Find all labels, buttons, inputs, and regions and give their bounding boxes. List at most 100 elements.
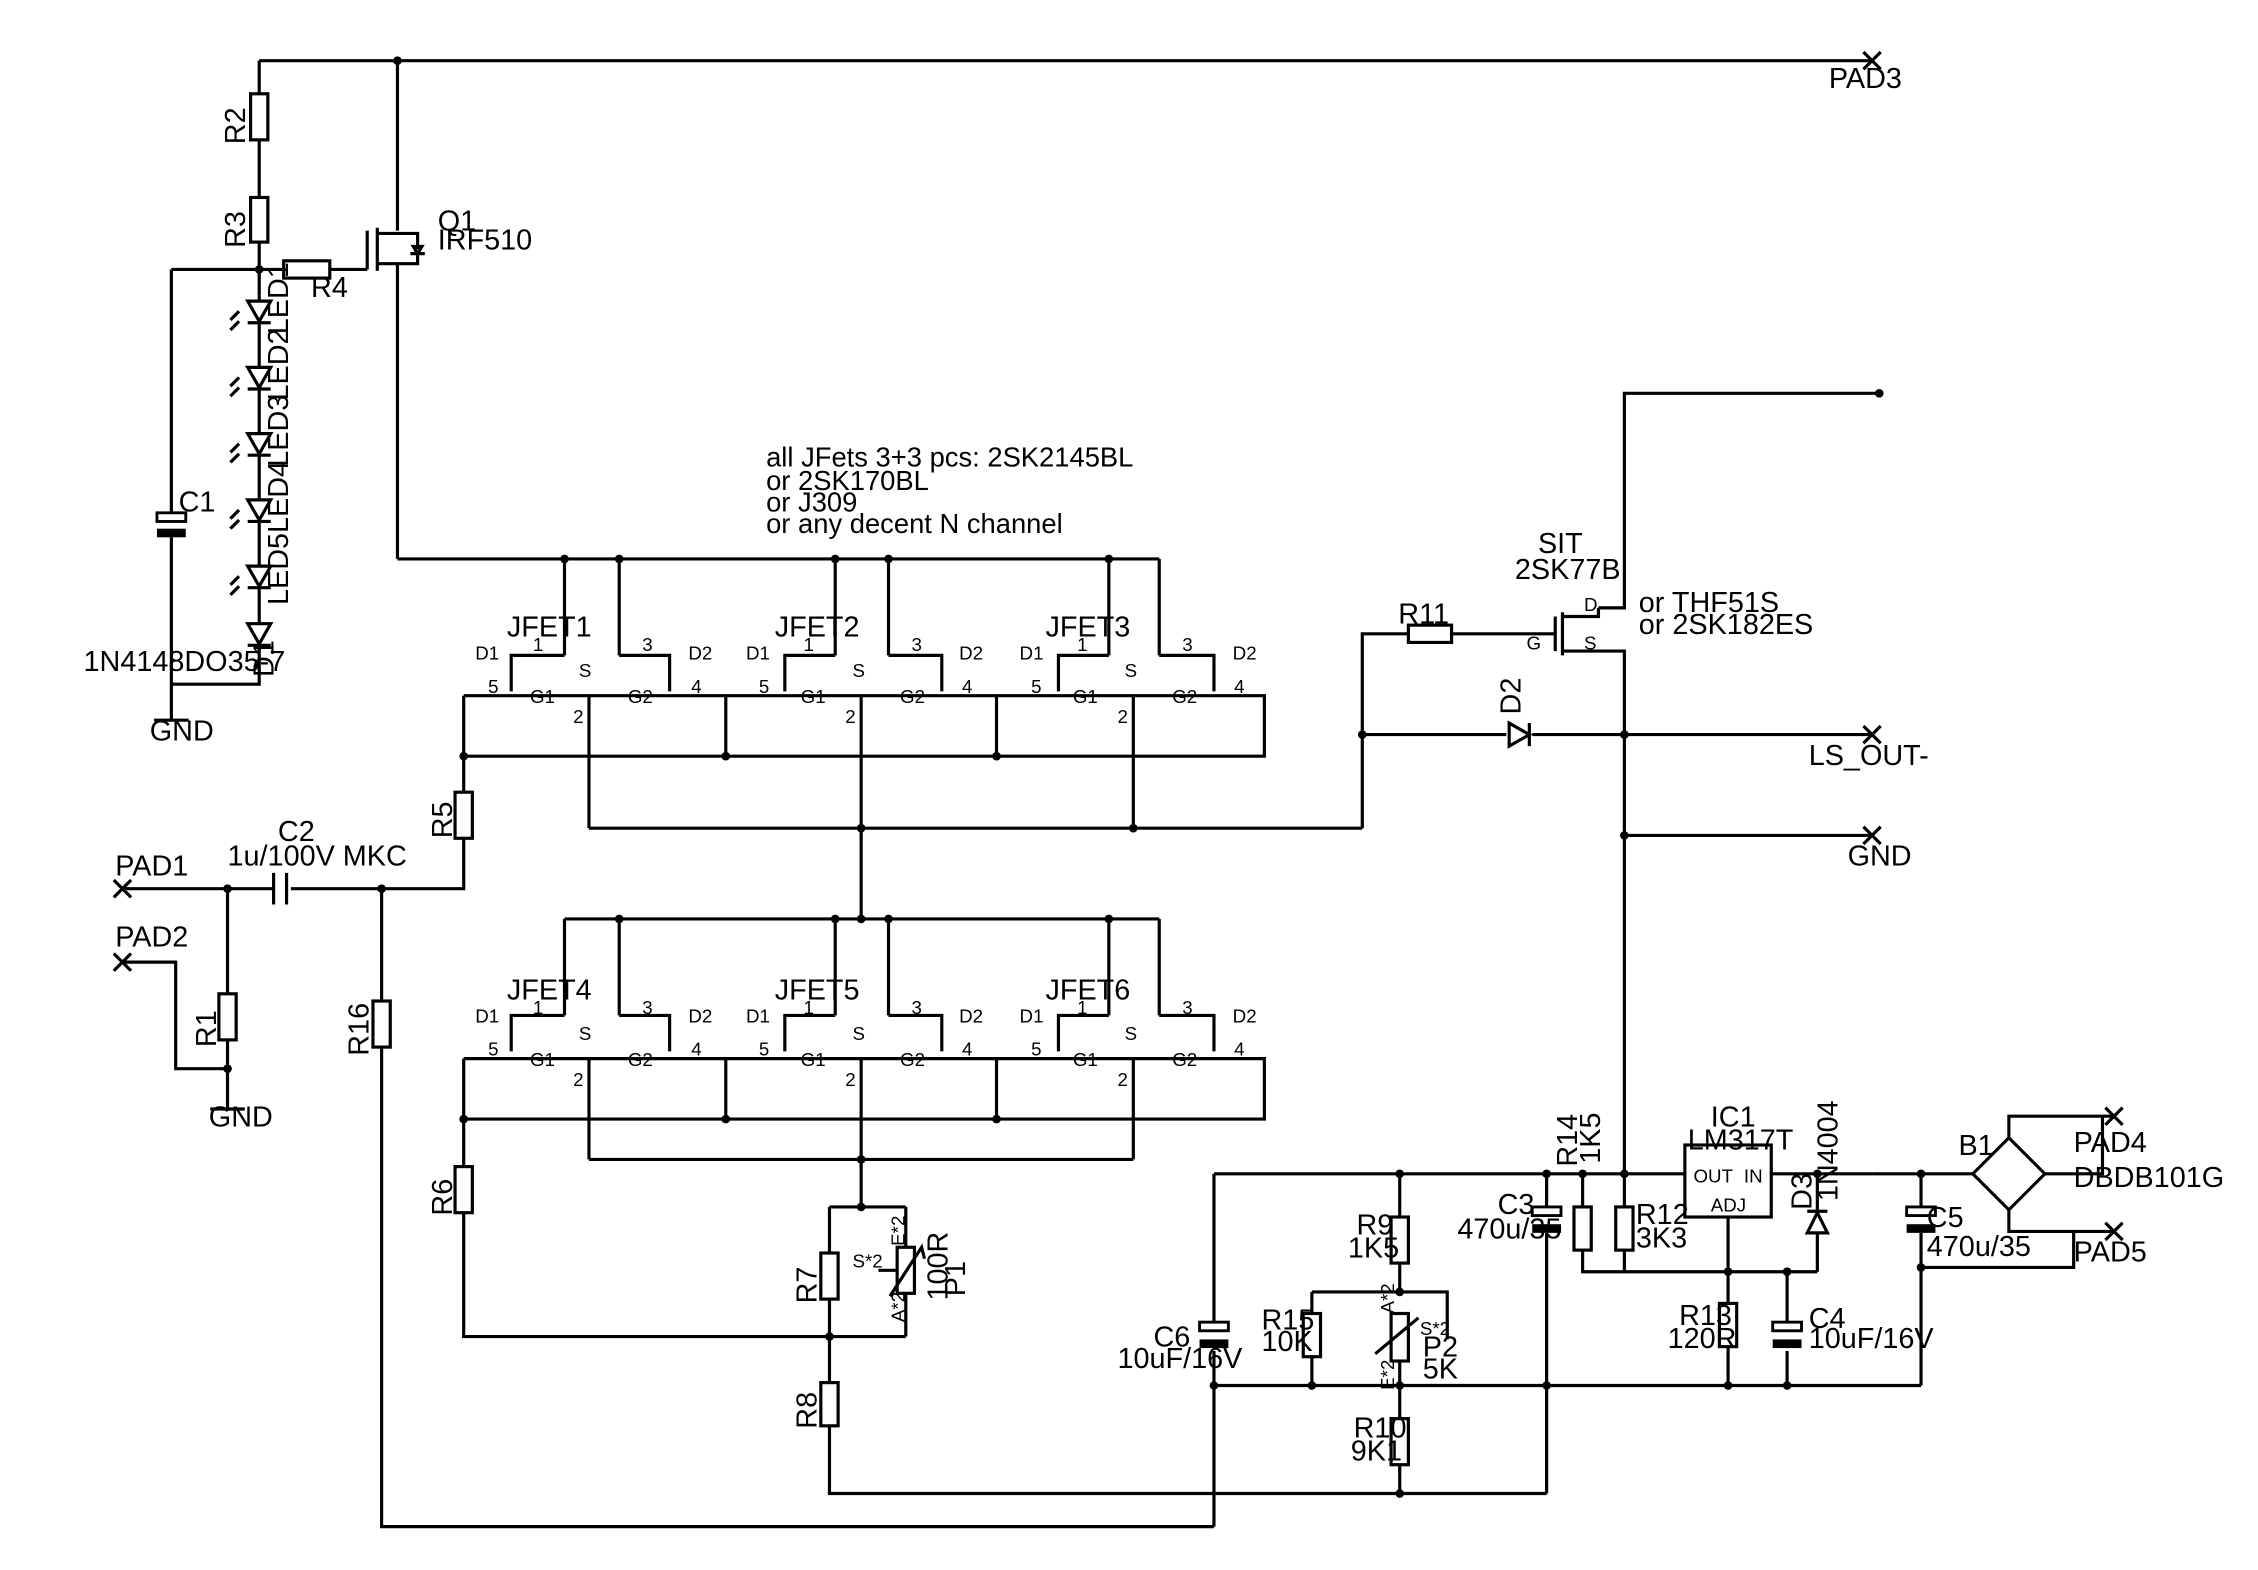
jfet2-s: S — [853, 660, 866, 681]
resistor-r1 — [217, 992, 238, 1042]
jfet6-d1: D1 — [1020, 1006, 1044, 1027]
jfet6-g2: G2 — [1172, 1049, 1197, 1070]
jfet4-label: JFET4 — [507, 975, 592, 1007]
jfet-row-bottom — [453, 828, 1547, 1496]
note-line-4: or any decent N channel — [766, 508, 1063, 539]
sit-label: SIT — [1538, 528, 1583, 560]
jfet6-label: JFET6 — [1045, 975, 1130, 1007]
jfet-row-top — [381, 554, 1363, 891]
jfet2-g2: G2 — [900, 686, 925, 707]
jfet1-pin3: 3 — [642, 634, 652, 655]
resistor-r6 — [453, 1165, 474, 1215]
led4-label: LED4 — [263, 461, 295, 533]
jfet4-d2: D2 — [688, 1006, 712, 1027]
power-supply-section — [1198, 1106, 2124, 1527]
jfet2-pin5: 5 — [759, 676, 769, 697]
diode-d3 — [1804, 1209, 1830, 1235]
jfet4-g2: G2 — [628, 1049, 653, 1070]
jfet2-d2: D2 — [959, 643, 983, 664]
d1-value: 1N4148DO35-7 — [84, 646, 286, 678]
led3-label: LED3 — [263, 395, 295, 467]
jfet4-g1: G1 — [530, 1049, 555, 1070]
p1-s: S*2 — [853, 1250, 883, 1271]
q1-value: IRF510 — [438, 224, 532, 256]
jfet5-pin3: 3 — [912, 997, 922, 1018]
ic1-in: IN — [1744, 1165, 1763, 1186]
r10-label: R10 — [1354, 1412, 1407, 1444]
jfet3-g1: G1 — [1073, 686, 1098, 707]
labels: all JFets 3+3 pcs: 2SK2145BL or 2SK170BL… — [84, 63, 2225, 1467]
capacitor-c2 — [122, 872, 382, 905]
resistor-r7 — [819, 1251, 840, 1301]
resistor-r11 — [1406, 623, 1454, 645]
jfet1-pin2: 2 — [573, 706, 583, 727]
r4-label: R4 — [311, 272, 348, 304]
potentiometer-p2 — [1389, 1311, 1410, 1363]
led2-label: LED2 — [263, 328, 295, 400]
output-section — [1357, 50, 1884, 1174]
capacitor-c4 — [1771, 1320, 1803, 1333]
jfet2-pin1: 1 — [804, 634, 814, 655]
r1-label: R1 — [191, 1010, 223, 1047]
p1-e: E*2 — [887, 1216, 908, 1246]
jfet1-pin1: 1 — [533, 634, 543, 655]
pad1-label: PAD1 — [115, 851, 188, 883]
jfet3-s: S — [1125, 660, 1138, 681]
jfet5-d2: D2 — [959, 1006, 983, 1027]
p1-value: 100R — [923, 1232, 955, 1301]
sit-g-pin: G — [1526, 633, 1541, 654]
r7-label: R7 — [792, 1267, 824, 1304]
d2-label: D2 — [1496, 678, 1528, 715]
r14-label: R14 — [1552, 1114, 1584, 1167]
r16-label: R16 — [344, 1003, 376, 1056]
capacitor-c1 — [155, 511, 188, 523]
led1-label: LED1 — [263, 262, 295, 334]
resistor-r8 — [819, 1381, 840, 1428]
jfet5-label: JFET5 — [775, 975, 860, 1007]
jfet3-label: JFET3 — [1045, 612, 1130, 644]
c5-label: C5 — [1927, 1202, 1964, 1234]
jfet6-s: S — [1125, 1023, 1138, 1044]
jfet3-pin4: 4 — [1234, 676, 1244, 697]
r10-value: 9K1 — [1351, 1435, 1402, 1467]
diode-d2 — [1507, 720, 1533, 749]
c4-value: 10uF/16V — [1809, 1323, 1935, 1355]
jfet2-label: JFET2 — [775, 612, 860, 644]
jfet3-pin5: 5 — [1031, 676, 1041, 697]
regulator-ic1 — [1683, 1143, 1773, 1219]
jfet5-s: S — [853, 1023, 866, 1044]
r8-label: R8 — [792, 1392, 824, 1429]
r5-label: R5 — [427, 801, 459, 838]
capacitor-c3 — [1530, 1205, 1563, 1218]
jfet5-pin2: 2 — [845, 1069, 855, 1090]
ic1-label: IC1 — [1711, 1101, 1756, 1133]
resistor-r4 — [282, 259, 332, 280]
sit-d-pin: D — [1584, 594, 1598, 615]
led-reference-section — [154, 56, 1873, 722]
capacitor-c6 — [1198, 1320, 1230, 1333]
gnd-label-1: GND — [150, 715, 214, 747]
ls-out-label: LS_OUT- — [1809, 740, 1929, 772]
d1-label: D1 — [249, 640, 281, 677]
resistor-r10 — [1389, 1417, 1410, 1467]
c2-value: 1u/100V MKC — [228, 841, 407, 873]
resistor-r2 — [248, 92, 270, 142]
r9-value: 1K5 — [1348, 1232, 1399, 1264]
resistor-r9 — [1389, 1215, 1410, 1265]
resistor-r12 — [1614, 1205, 1635, 1252]
jfet6-pin4: 4 — [1234, 1039, 1244, 1060]
jfet2-g1: G1 — [801, 686, 826, 707]
jfet2-d1: D1 — [746, 643, 770, 664]
d3-value: 1N4004 — [1813, 1100, 1845, 1201]
ic1-adj: ADJ — [1711, 1194, 1746, 1215]
led-4 — [229, 498, 274, 530]
r12-label: R12 — [1636, 1199, 1689, 1231]
jfet4-pin2: 2 — [573, 1069, 583, 1090]
b1-label: B1 — [1958, 1130, 1993, 1162]
jfet3-pin1: 1 — [1077, 634, 1087, 655]
jfet5-g1: G1 — [801, 1049, 826, 1070]
jfet1-g2: G2 — [628, 686, 653, 707]
r12-value: 3K3 — [1636, 1222, 1687, 1254]
input-section — [112, 872, 1214, 1529]
jfet6-pin5: 5 — [1031, 1039, 1041, 1060]
